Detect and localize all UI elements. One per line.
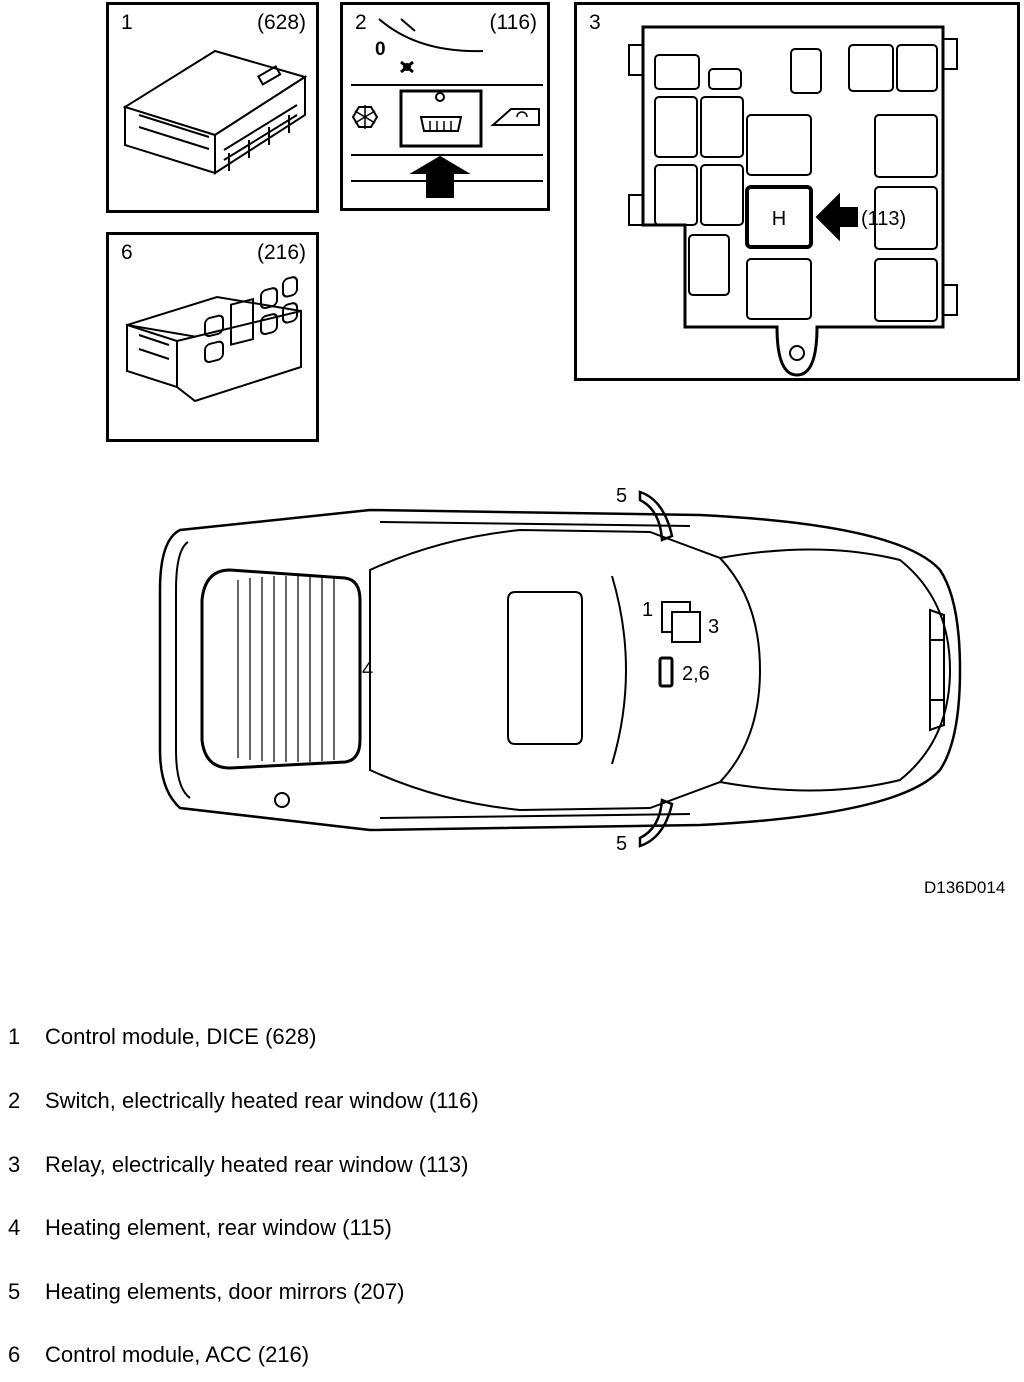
legend-number: 6 — [8, 1342, 21, 1367]
callout-control-module: 1 — [642, 599, 653, 621]
callout-mirror-top: 5 — [616, 485, 627, 507]
rear-window — [200, 568, 362, 770]
relay-marker — [671, 611, 701, 643]
car-body-outline — [158, 508, 962, 832]
legend-text: Switch, electrically heated rear window … — [45, 1088, 479, 1113]
switch-marker — [658, 656, 674, 688]
legend-number: 2 — [8, 1088, 21, 1113]
panel-1-number: 1 — [121, 11, 133, 34]
relay-h-label: H — [772, 208, 786, 230]
recirculation-icon — [490, 108, 540, 126]
panel-2-switch: 2 (116) 0 — [340, 2, 550, 211]
switch-panel-illustration — [351, 18, 543, 198]
dial-zero-label: 0 — [375, 39, 386, 60]
acc-module-illustration — [126, 276, 302, 403]
legend-text: Heating elements, door mirrors (207) — [45, 1279, 405, 1304]
panel-3-number: 3 — [589, 11, 601, 34]
panel-1-code: (628) — [256, 11, 306, 34]
legend-number: 4 — [8, 1215, 21, 1240]
relay-code-label: (113) — [861, 208, 906, 230]
legend-text: Control module, ACC (216) — [45, 1342, 310, 1367]
panel-2-code: (116) — [489, 11, 537, 34]
arrow-up-icon — [409, 155, 471, 198]
fan-icon — [400, 60, 414, 74]
snowflake-icon — [351, 105, 379, 129]
panel-2-number: 2 — [355, 11, 367, 34]
car-top-view: 5 5 1 3 2,6 4 — [158, 485, 962, 855]
legend-text: Heating element, rear window (115) — [45, 1215, 392, 1240]
relay-box-illustration: H (113) — [628, 25, 958, 377]
legend-text: Control module, DICE (628) — [45, 1024, 317, 1049]
rear-defrost-icon — [419, 116, 463, 132]
door-mirror-top — [638, 490, 674, 542]
callout-relay: 3 — [708, 616, 719, 638]
dice-module-illustration — [122, 49, 308, 175]
legend-number: 5 — [8, 1279, 21, 1304]
callout-mirror-bottom: 5 — [616, 833, 627, 855]
panel-6-acc-module: 6 (216) — [106, 232, 319, 442]
figure-code: D136D014 — [924, 878, 1006, 897]
panel-6-number: 6 — [121, 241, 133, 264]
legend-number: 1 — [8, 1024, 21, 1049]
callout-rear-window: 4 — [362, 659, 373, 681]
panel-6-code: (216) — [256, 241, 306, 264]
panel-3-relay-box: 3 H (113) — [574, 2, 1020, 381]
sunroof — [507, 591, 583, 745]
callout-switch: 2,6 — [682, 663, 710, 685]
legend-text: Relay, electrically heated rear window (… — [45, 1152, 469, 1177]
arrow-left-icon — [815, 192, 858, 242]
legend-number: 3 — [8, 1152, 21, 1177]
door-mirror-bottom — [638, 798, 674, 848]
panel-1-dice-module: 1 (628) — [106, 2, 319, 213]
